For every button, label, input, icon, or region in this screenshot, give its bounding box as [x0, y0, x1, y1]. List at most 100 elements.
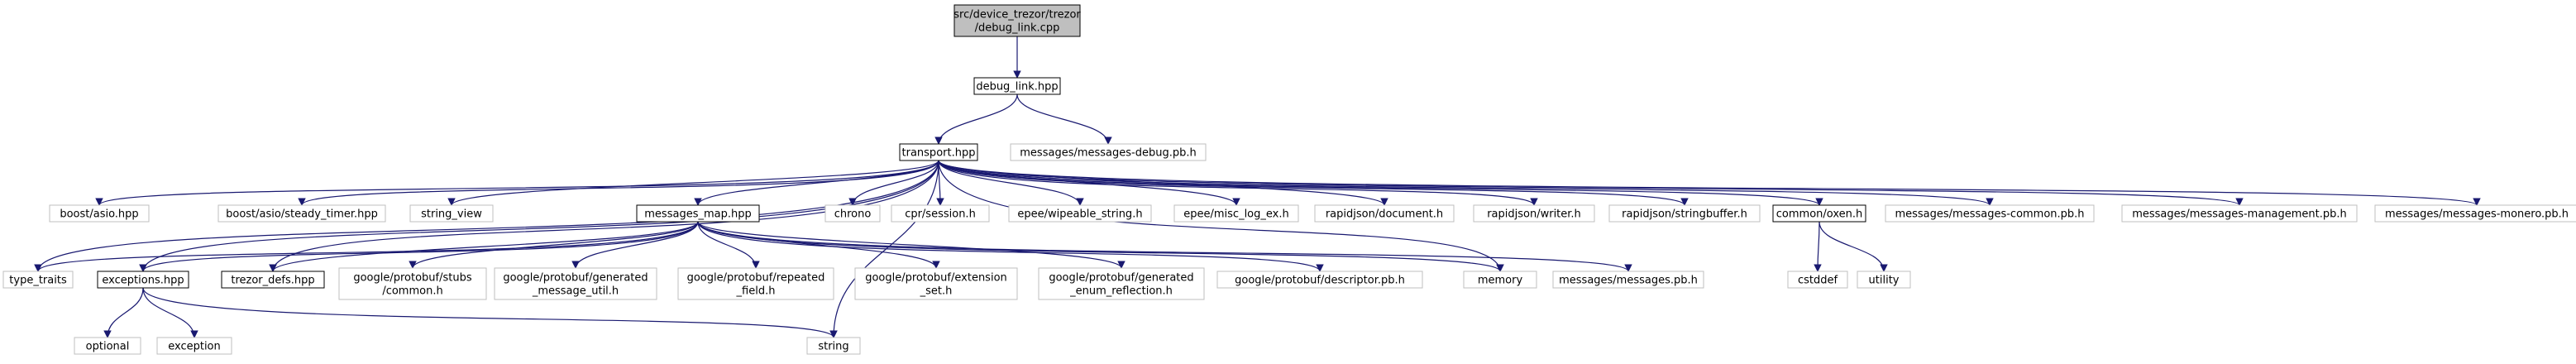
node-label: rapidjson/document.h: [1326, 208, 1443, 221]
edge-messages_map-to-pb_gen_msg: [571, 221, 699, 269]
edge-oxen-to-utility: [1818, 221, 1888, 272]
node-msg_common: messages/messages-common.pb.h: [1885, 204, 2095, 223]
edge-messages_map-to-pb_desc: [697, 221, 1324, 272]
node-pb_desc: google/protobuf/descriptor.pb.h: [1216, 271, 1423, 289]
node-label: rapidjson/writer.h: [1487, 208, 1581, 221]
edge-transport-to-oxen: [938, 160, 1823, 206]
node-box: [1857, 271, 1911, 289]
edge-transport-to-boost_asio: [95, 160, 939, 206]
node-label: boost/asio.hpp: [60, 208, 138, 221]
node-type_traits: type_traits: [2, 271, 74, 289]
node-label: messages/messages.pb.h: [1559, 275, 1698, 287]
edge-transport-to-wipeable: [938, 160, 1084, 206]
edge-transport-to-memory: [938, 160, 1504, 272]
node-box: [1008, 204, 1152, 223]
edge-oxen-to-cstddef: [1814, 221, 1822, 272]
node-box: [74, 337, 141, 355]
node-box: [2121, 204, 2358, 223]
edge-transport-to-misc_log: [938, 160, 1240, 206]
node-boost_asio: boost/asio.hpp: [49, 204, 150, 223]
node-label: messages/messages-common.pb.h: [1895, 208, 2084, 221]
node-chrono: chrono: [824, 204, 881, 223]
node-box: [806, 337, 861, 355]
edge-transport-to-msg_monero: [938, 160, 2481, 206]
node-msg_debug: messages/messages-debug.pb.h: [1010, 143, 1207, 161]
node-rj_stringbuffer: rapidjson/stringbuffer.h: [1608, 204, 1761, 223]
node-label: epee/wipeable_string.h: [1017, 208, 1142, 221]
node-transport[interactable]: transport.hpp: [899, 143, 978, 161]
edge-transport-to-chrono: [848, 160, 939, 206]
edge-messages_map-to-trezor_defs: [269, 221, 699, 272]
node-label: _set.h: [920, 285, 953, 298]
edge-transport-to-rj_writer: [938, 160, 1538, 206]
node-box: [824, 204, 881, 223]
node-pb_repeated: google/protobuf/repeated_field.h: [677, 267, 834, 300]
node-exceptions[interactable]: exceptions.hpp: [97, 271, 189, 289]
node-box: [49, 204, 150, 223]
node-box: [2374, 204, 2576, 223]
edge-messages_map-to-pb_repeated: [697, 221, 760, 269]
edge-transport-to-msg_common: [938, 160, 1994, 206]
node-label: utility: [1869, 275, 1900, 287]
edge-exceptions-to-optional: [103, 287, 144, 338]
node-label: rapidjson/stringbuffer.h: [1622, 208, 1747, 221]
node-label: exceptions.hpp: [102, 275, 184, 287]
node-label: transport.hpp: [902, 147, 976, 160]
node-rj_document: rapidjson/document.h: [1314, 204, 1455, 223]
node-label: google/protobuf/stubs: [353, 272, 472, 285]
node-steady_timer: boost/asio/steady_timer.hpp: [217, 204, 386, 223]
node-label: cstddef: [1798, 275, 1838, 287]
edge-messages_map-to-pb_ext: [697, 221, 940, 269]
edge-transport-to-trezor_defs: [269, 160, 939, 272]
node-trezor_defs[interactable]: trezor_defs.hpp: [221, 271, 325, 289]
node-label: messages/messages-debug.pb.h: [1020, 147, 1196, 160]
node-oxen[interactable]: common/oxen.h: [1772, 204, 1866, 223]
node-label: google/protobuf/generated: [503, 272, 648, 285]
edge-messages_map-to-memory: [697, 221, 1504, 272]
node-box: [973, 77, 1061, 95]
node-messages_map[interactable]: messages_map.hpp: [636, 204, 760, 223]
node-box: [1772, 204, 1866, 223]
edge-messages_map-to-pb_gen_enum: [697, 221, 1126, 269]
node-box: [1216, 271, 1423, 289]
node-box: [636, 204, 760, 223]
node-cstddef: cstddef: [1787, 271, 1848, 289]
node-box: [338, 267, 487, 300]
node-label: _enum_reflection.h: [1069, 285, 1173, 298]
node-msg_mgmt: messages/messages-management.pb.h: [2121, 204, 2358, 223]
edge-transport-to-rj_stringbuffer: [938, 160, 1689, 206]
nodes-layer: src/device_trezor/trezor/debug_link.cppd…: [2, 4, 2576, 355]
node-misc_log: epee/misc_log_ex.h: [1173, 204, 1299, 223]
node-label: /common.h: [382, 285, 442, 298]
node-pb_ext: google/protobuf/extension_set.h: [854, 267, 1018, 300]
node-label: string_view: [421, 208, 482, 221]
node-label: _field.h: [736, 285, 776, 298]
node-label: common/oxen.h: [1776, 208, 1862, 221]
node-box: [1885, 204, 2095, 223]
edge-messages_map-to-pb_stubs: [409, 221, 699, 269]
node-label: _message_util.h: [532, 285, 619, 298]
node-label: cpr/session.h: [905, 208, 976, 221]
node-exception: exception: [156, 337, 232, 355]
edge-messages_map-to-type_traits: [34, 221, 699, 272]
node-label: /debug_link.cpp: [975, 22, 1060, 35]
node-box: [899, 143, 978, 161]
node-box: [1173, 204, 1299, 223]
node-pb_gen_enum: google/protobuf/generated_enum_reflectio…: [1038, 267, 1205, 300]
node-string_view: string_view: [409, 204, 494, 223]
node-label: messages_map.hpp: [644, 208, 751, 221]
node-label: src/device_trezor/trezor: [953, 9, 1081, 22]
node-debug_link[interactable]: debug_link.hpp: [973, 77, 1061, 95]
node-label: messages/messages-monero.pb.h: [2385, 208, 2569, 221]
node-msg_pb: messages/messages.pb.h: [1552, 271, 1704, 289]
node-wipeable: epee/wipeable_string.h: [1008, 204, 1152, 223]
node-box: [156, 337, 232, 355]
node-label: messages/messages-management.pb.h: [2132, 208, 2347, 221]
node-memory: memory: [1463, 271, 1537, 289]
edge-messages_map-to-exceptions: [139, 221, 699, 272]
node-box: [1552, 271, 1704, 289]
node-label: memory: [1478, 275, 1523, 287]
node-label: google/protobuf/repeated: [687, 272, 825, 285]
node-label: type_traits: [9, 275, 67, 287]
